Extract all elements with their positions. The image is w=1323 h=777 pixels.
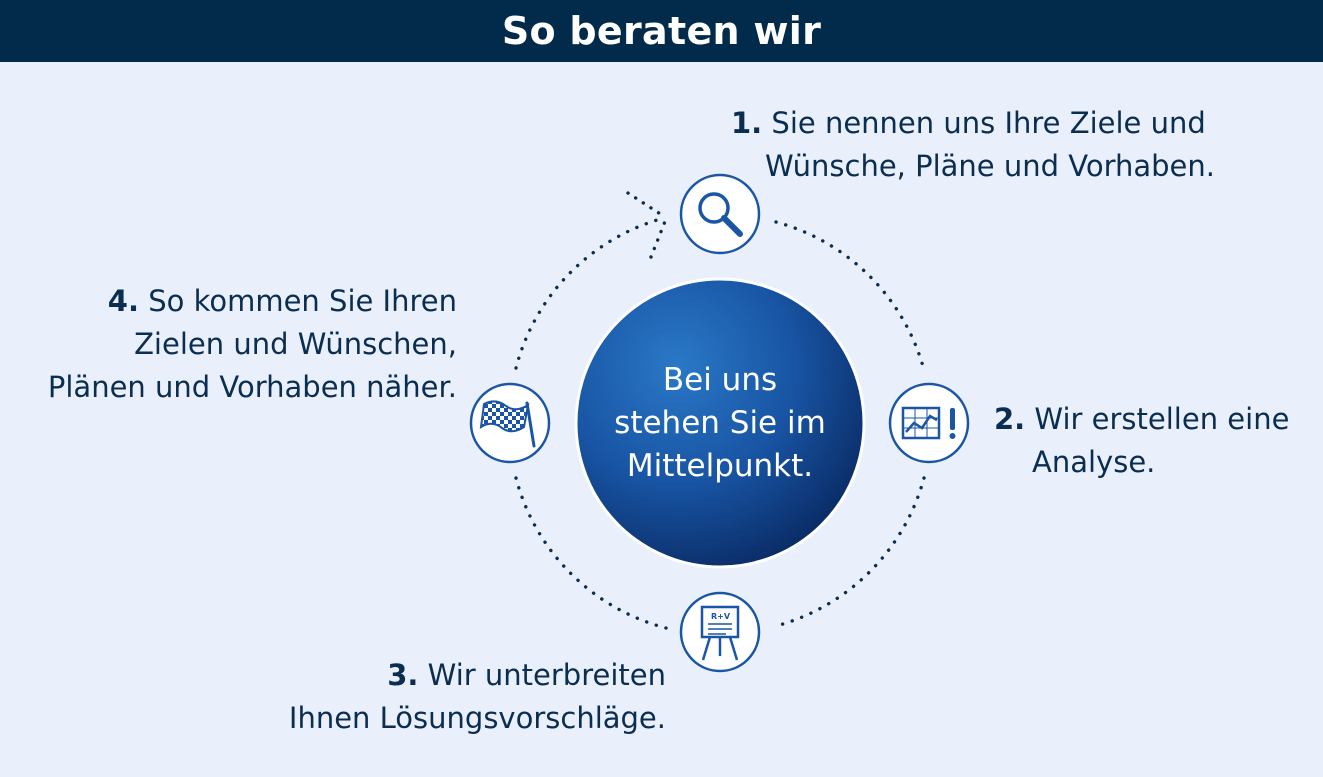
step-4-line-2: Zielen und Wünschen,: [134, 327, 457, 361]
step-4-icon-circle: [469, 382, 551, 464]
arc-4-to-1: [514, 216, 666, 370]
step-2-line-1: Wir erstellen eine: [1034, 402, 1290, 436]
magnifier-icon: [698, 192, 743, 237]
step-2-icon-circle: [888, 382, 970, 464]
page-title: So beraten wir: [501, 9, 822, 53]
step-3-icon-circle: R+V: [679, 591, 761, 673]
step-4-text: 4. So kommen Sie Ihren Zielen und Wünsch…: [48, 280, 457, 409]
step-1-line-1: Sie nennen uns Ihre Ziele und: [771, 106, 1206, 140]
header-bar: So beraten wir: [0, 0, 1323, 62]
step-2-text: 2. Wir erstellen eine Analyse.: [994, 398, 1289, 484]
arc-3-to-4: [514, 476, 668, 630]
step-3-number: 3.: [387, 658, 419, 692]
step-3-text: 3. Wir unterbreiten Ihnen Lösungsvorschl…: [289, 654, 666, 740]
exclamation-icon: [950, 408, 955, 430]
step-2-line-2: Analyse.: [1032, 445, 1156, 479]
presentation-board-icon: R+V: [700, 605, 740, 661]
step-2-number: 2.: [994, 402, 1026, 436]
step-1-number: 1.: [731, 106, 763, 140]
center-line-2: stehen Sie im: [614, 404, 826, 441]
step-4-line-1: So kommen Sie Ihren: [148, 284, 457, 318]
center-circle: [574, 277, 866, 569]
step-4-line-3: Plänen und Vorhaben näher.: [47, 370, 457, 404]
center-line-3: Mittelpunkt.: [626, 447, 814, 484]
arrow-head: [626, 191, 668, 259]
arc-2-to-3: [774, 476, 926, 628]
checkered-flag-icon: [479, 400, 536, 448]
center-statement: Bei uns stehen Sie im Mittelpunkt.: [579, 282, 861, 564]
arc-1-to-2: [774, 220, 926, 372]
step-4-number: 4.: [107, 284, 139, 318]
center-line-1: Bei uns: [662, 361, 778, 398]
step-3-line-1: Wir unterbreiten: [427, 658, 666, 692]
board-label: R+V: [711, 612, 731, 621]
step-3-line-2: Ihnen Lösungsvorschläge.: [288, 701, 666, 735]
dotted-cycle-path: [514, 216, 926, 630]
analysis-chart-icon: [901, 406, 956, 440]
step-1-line-2: Wünsche, Pläne und Vorhaben.: [765, 149, 1215, 183]
step-1-icon-circle: [679, 173, 761, 255]
step-1-text: 1. Sie nennen uns Ihre Ziele und Wünsche…: [731, 102, 1215, 188]
